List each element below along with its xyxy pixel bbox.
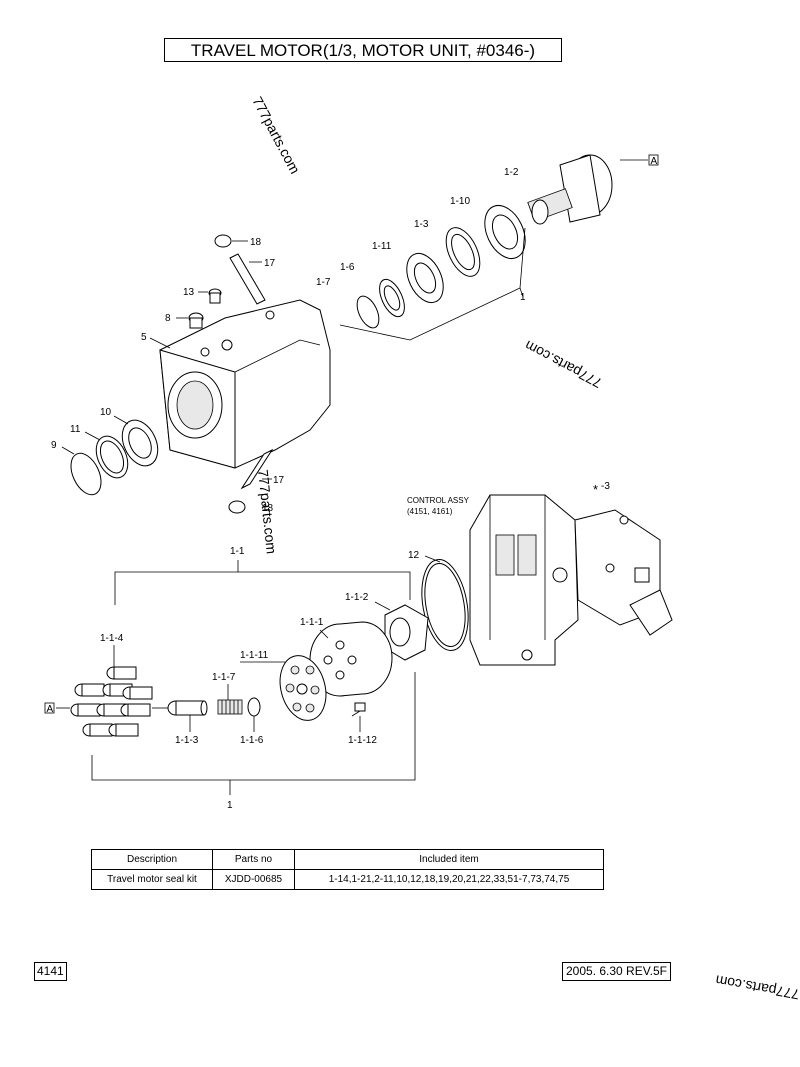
table-header-row: Description Parts no Included item (91, 849, 604, 870)
bolt-part-1-1-12 (351, 702, 366, 732)
motor-housing-part-5 (159, 299, 331, 469)
label-1-6: 1-6 (340, 262, 355, 273)
label-10: 10 (100, 407, 112, 418)
bracket-line-1-1 (114, 560, 411, 605)
plug-part-18-bottom (228, 500, 246, 514)
fitting-part-13 (198, 288, 222, 304)
label-17-top: 17 (264, 258, 276, 269)
plug-part-8 (176, 312, 204, 329)
washer-part-1-1-6 (247, 697, 261, 732)
ring-part-1-3 (445, 227, 481, 277)
snap-ring-part-1-7 (356, 295, 380, 329)
ring-part-11 (84, 431, 129, 479)
label-1-bottom: 1 (227, 800, 233, 811)
snap-ring-part-9 (61, 446, 102, 496)
label-1-1: 1-1 (230, 546, 245, 557)
label-11: 11 (70, 424, 81, 435)
cell-parts-no: XJDD-00685 (212, 869, 295, 890)
label-13: 13 (183, 287, 195, 298)
label-1-1-3: 1-1-3 (175, 735, 199, 746)
bracket-line-1-bottom (91, 672, 416, 795)
label-star: * (593, 482, 598, 497)
label-18-bottom: 18 (262, 503, 274, 514)
label-control-assy-codes: (4151, 4161) (407, 507, 453, 516)
label-1-2: 1-2 (504, 167, 519, 178)
o-ring-part-12 (421, 555, 469, 651)
label-9: 9 (51, 440, 57, 451)
label-1-1-6: 1-1-6 (240, 735, 264, 746)
cover-block-part-3 (574, 509, 673, 636)
svg-text:A: A (651, 156, 658, 167)
bracket-line-1-top (339, 227, 526, 341)
pistons-part-1-1-4 (70, 645, 153, 737)
label-3: -3 (601, 481, 610, 492)
label-18-top: 18 (250, 237, 262, 248)
cylinder-block-part-1-1-1 (309, 621, 393, 697)
seal-kit-table: Description Parts no Included item Trave… (91, 849, 604, 890)
washer-part-1-6 (379, 278, 405, 318)
table-row: Travel motor seal kit XJDD-00685 1-14,1-… (91, 869, 604, 890)
revision-date: 2005. 6.30 REV.5F (562, 962, 671, 981)
label-1-1-2: 1-1-2 (345, 592, 369, 603)
label-1-1-12: 1-1-12 (348, 735, 377, 746)
bearing-part-1-11 (406, 252, 444, 304)
svg-text:A: A (47, 704, 54, 715)
label-1-10: 1-10 (450, 196, 470, 207)
label-1-1-1: 1-1-1 (300, 617, 324, 628)
label-1-11: 1-11 (372, 241, 392, 252)
label-17-bottom: 17 (273, 475, 285, 486)
header-included-item: Included item (294, 849, 604, 870)
stud-part-17-bottom (240, 448, 274, 490)
watermark-4: 777parts.com (714, 972, 800, 1002)
bearing-part-1-10 (484, 205, 526, 259)
shaft-part-1-2 (527, 154, 613, 225)
label-1-top: 1 (520, 292, 526, 303)
pin-part-1-1-3 (167, 700, 208, 732)
callout-A-top: A (648, 154, 659, 167)
page-title: TRAVEL MOTOR(1/3, MOTOR UNIT, #0346-) (164, 38, 562, 62)
label-12: 12 (408, 550, 420, 561)
header-parts-no: Parts no (212, 849, 295, 870)
callout-A-left: A (44, 702, 55, 715)
header-description: Description (91, 849, 213, 870)
spring-part-1-1-7 (217, 684, 243, 715)
plug-part-18-top (214, 234, 248, 248)
watermark-2: 777parts.com (522, 338, 604, 392)
cell-description: Travel motor seal kit (91, 869, 213, 890)
control-assy-block (469, 494, 579, 666)
label-1-1-11: 1-1-11 (240, 650, 269, 661)
label-5: 5 (141, 332, 147, 343)
label-1-7: 1-7 (316, 277, 331, 288)
cell-included-item: 1-14,1-21,2-11,10,12,18,19,20,21,22,33,5… (294, 869, 604, 890)
label-8: 8 (165, 313, 171, 324)
valve-plate-part-1-1-2 (374, 601, 429, 661)
label-1-1-4: 1-1-4 (100, 633, 124, 644)
label-1-1-7: 1-1-7 (212, 672, 236, 683)
label-control-assy: CONTROL ASSY (407, 496, 470, 505)
watermark-1: 777parts.com (249, 94, 303, 176)
stud-part-17-top (229, 253, 266, 305)
retainer-plate-part-1-1-11 (240, 655, 327, 721)
page-number: 4141 (34, 962, 67, 981)
label-1-3: 1-3 (414, 219, 429, 230)
seal-part-10 (113, 415, 159, 467)
